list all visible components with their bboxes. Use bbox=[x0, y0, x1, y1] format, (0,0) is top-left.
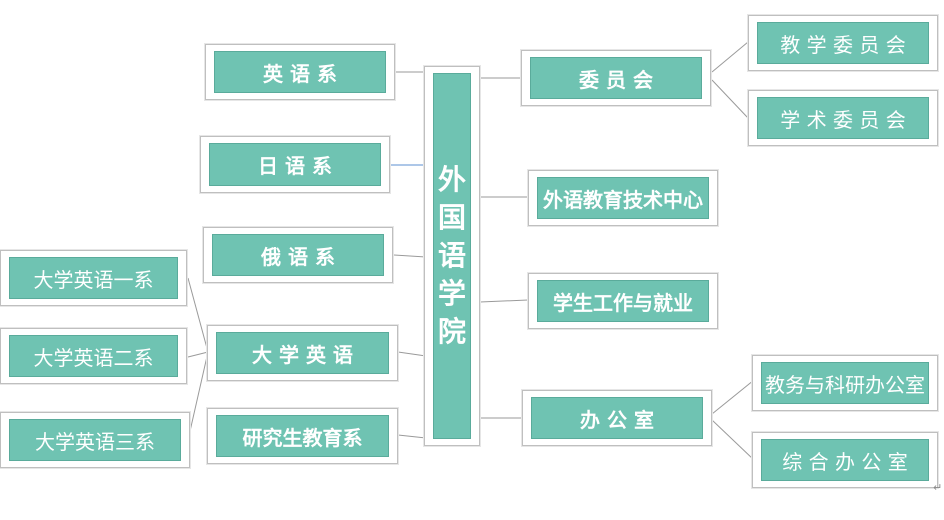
dept-russian: 俄 语 系 bbox=[203, 227, 393, 283]
college-english-sub-1-label: 大学英语一系 bbox=[9, 257, 178, 299]
dept-graduate-education: 研究生教育系 bbox=[207, 408, 398, 464]
connector-admin-office bbox=[711, 379, 755, 415]
unit-student-work-label: 学生工作与就业 bbox=[537, 280, 709, 322]
connector-russian bbox=[393, 254, 427, 258]
committee-sub-teaching-label: 教 学 委 员 会 bbox=[757, 22, 929, 64]
unit-tech-center-label: 外语教育技术中心 bbox=[537, 177, 709, 219]
college-english-sub-1: 大学英语一系 bbox=[0, 250, 187, 306]
dept-english-label: 英 语 系 bbox=[214, 51, 386, 93]
center-node-fill: 外 国 语 学 院 bbox=[433, 73, 471, 439]
office-sub-admin-research: 教务与科研办公室 bbox=[752, 355, 938, 411]
connector-college-english bbox=[397, 351, 427, 357]
college-english-sub-3: 大学英语三系 bbox=[0, 412, 190, 468]
connector-sub-1 bbox=[187, 277, 209, 353]
dept-college-english-label: 大 学 英 语 bbox=[216, 332, 389, 374]
center-char-1: 外 bbox=[437, 163, 466, 196]
committee-sub-academic-label: 学 术 委 员 会 bbox=[757, 97, 929, 139]
unit-committee-label: 委 员 会 bbox=[530, 57, 702, 99]
office-sub-general: 综 合 办 公 室 bbox=[752, 432, 938, 488]
dept-russian-label: 俄 语 系 bbox=[212, 234, 384, 276]
unit-tech-center: 外语教育技术中心 bbox=[528, 170, 718, 226]
connector-sub-3 bbox=[187, 351, 209, 441]
unit-office-label: 办 公 室 bbox=[531, 397, 703, 439]
dept-english: 英 语 系 bbox=[205, 44, 395, 100]
unit-student-work: 学生工作与就业 bbox=[528, 273, 718, 329]
college-english-sub-2: 大学英语二系 bbox=[0, 328, 187, 384]
college-english-sub-2-label: 大学英语二系 bbox=[9, 335, 178, 377]
committee-sub-teaching: 教 学 委 员 会 bbox=[748, 15, 938, 71]
committee-sub-academic: 学 术 委 员 会 bbox=[748, 90, 938, 146]
connector-graduate bbox=[397, 434, 427, 439]
unit-office: 办 公 室 bbox=[522, 390, 712, 446]
office-sub-general-label: 综 合 办 公 室 bbox=[761, 439, 929, 481]
office-sub-admin-research-label: 教务与科研办公室 bbox=[761, 362, 929, 404]
dept-graduate-education-label: 研究生教育系 bbox=[216, 415, 389, 457]
dept-japanese: 日 语 系 bbox=[200, 136, 390, 193]
center-char-5: 院 bbox=[437, 315, 466, 348]
connector-academic-committee bbox=[711, 79, 749, 119]
center-char-3: 语 bbox=[437, 239, 466, 272]
connector-sub-2 bbox=[187, 351, 209, 358]
connector-general-office bbox=[711, 419, 755, 461]
center-char-2: 国 bbox=[437, 201, 466, 234]
dept-college-english: 大 学 英 语 bbox=[207, 325, 398, 381]
center-node: 外 国 语 学 院 bbox=[424, 66, 480, 446]
dept-japanese-label: 日 语 系 bbox=[209, 143, 381, 186]
college-english-sub-3-label: 大学英语三系 bbox=[9, 419, 181, 461]
unit-committee: 委 员 会 bbox=[521, 50, 711, 106]
center-char-4: 学 bbox=[437, 277, 466, 310]
connector-student-work bbox=[479, 299, 529, 303]
connector-teaching-committee bbox=[711, 41, 749, 73]
